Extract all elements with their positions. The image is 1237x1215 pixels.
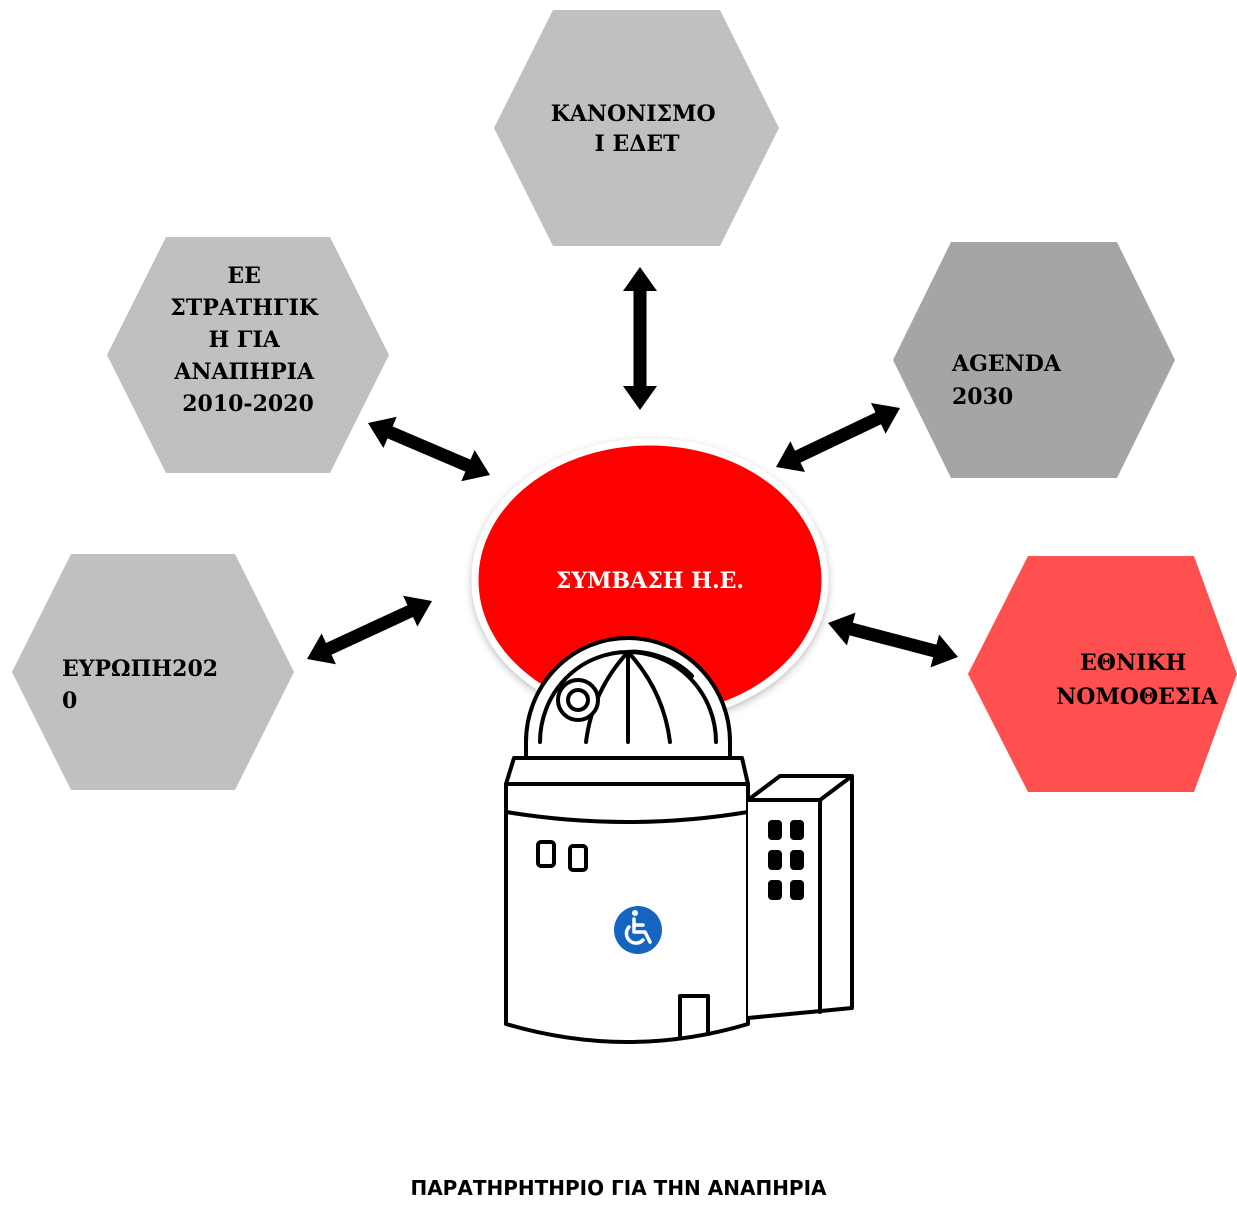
- center-label: ΣΥΜΒΑΣΗ Η.Ε.: [556, 568, 744, 594]
- svg-text:ΚΑΝΟΝΙΣΜΟ Ι ΕΔΕΤ: ΚΑΝΟΝΙΣΜΟ Ι ΕΔΕΤ: [551, 101, 724, 157]
- wheelchair-badge-icon: [614, 906, 662, 954]
- hex-agenda: AGENDA 2030: [893, 242, 1175, 478]
- hex-ee-strategy-line: ΕΕ: [227, 263, 261, 289]
- hex-europe-line: ΕΥΡΩΠΗ202: [62, 656, 218, 682]
- hex-ee-strategy-line: Η ΓΙΑ: [208, 327, 280, 353]
- center-node: ΣΥΜΒΑΣΗ Η.Ε.: [471, 438, 829, 722]
- hex-ee-strategy: ΕΕ ΣΤΡΑΤΗΓΙΚ Η ΓΙΑ ΑΝΑΠΗΡΙΑ 2010-2020: [107, 237, 389, 473]
- hex-agenda-line: 2030: [952, 384, 1013, 410]
- hex-kanonismoi-line: Ι ΕΔΕΤ: [595, 131, 681, 157]
- svg-text:ΕΥΡΩΠΗ202 0: ΕΥΡΩΠΗ202 0: [62, 656, 226, 714]
- hex-kanonismoi-line: ΚΑΝΟΝΙΣΜΟ: [551, 101, 716, 127]
- hex-kanonismoi: ΚΑΝΟΝΙΣΜΟ Ι ΕΔΕΤ: [494, 10, 779, 246]
- svg-text:AGENDA 2030: AGENDA 2030: [951, 351, 1069, 410]
- observatory-caption: ΠΑΡΑΤΗΡΗΤΗΡΙΟ ΓΙΑ ΤΗΝ ΑΝΑΠΗΡΙΑ: [410, 1176, 827, 1200]
- hex-ee-strategy-line: 2010-2020: [182, 391, 314, 417]
- hex-europe-line: 0: [62, 688, 77, 714]
- arrow-lower-right: [828, 612, 958, 668]
- hex-national-line: ΕΘΝΙΚΗ: [1080, 650, 1186, 676]
- hex-national-line: ΝΟΜΟΘΕΣΙΑ: [1056, 684, 1219, 710]
- hex-europe: ΕΥΡΩΠΗ202 0: [12, 554, 294, 790]
- hex-agenda-line: AGENDA: [951, 351, 1062, 377]
- observatory-wheelchair-icon: [504, 636, 854, 1044]
- svg-text:ΕΕ ΣΤΡΑΤΗΓΙΚ Η ΓΙΑ: ΕΕ ΣΤΡΑΤΗΓΙΚ Η ΓΙΑ ΑΝΑΠΗΡΙΑ 2010-2020: [170, 263, 325, 417]
- arrow-lower-left: [307, 595, 432, 665]
- arrow-upper-left: [368, 416, 490, 482]
- arrow-top: [623, 267, 657, 410]
- hex-ee-strategy-line: ΣΤΡΑΤΗΓΙΚ: [170, 295, 319, 321]
- svg-text:ΕΘΝΙΚΗ ΝΟΜΟΘΕΣΙΑ: ΕΘΝΙΚΗ ΝΟΜΟΘΕΣΙΑ: [1056, 650, 1219, 710]
- arrow-upper-right: [776, 403, 900, 472]
- hex-ee-strategy-line: ΑΝΑΠΗΡΙΑ: [173, 359, 315, 385]
- hex-national: ΕΘΝΙΚΗ ΝΟΜΟΘΕΣΙΑ: [968, 556, 1237, 792]
